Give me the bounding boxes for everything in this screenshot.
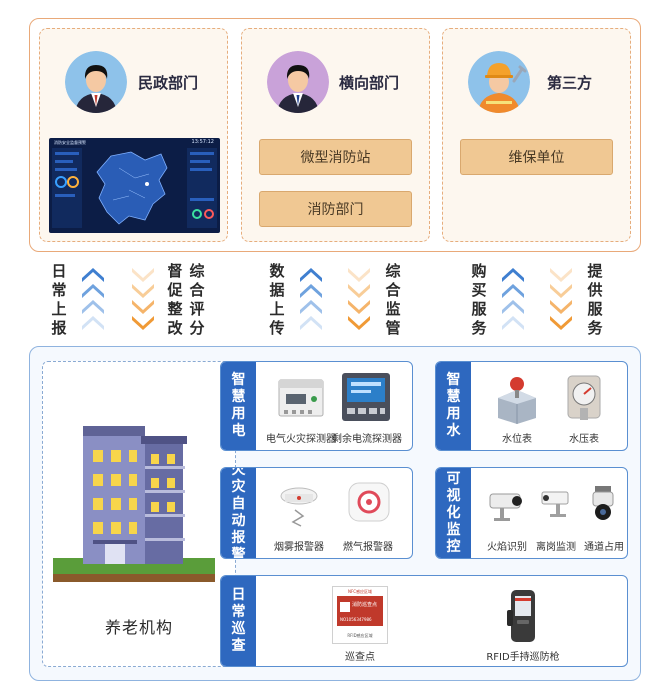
rfid-handheld-icon (505, 588, 541, 644)
upward-arrows-icon (298, 264, 324, 336)
party-title: 第三方 (547, 74, 593, 92)
system-smart-water: 智慧用水 水位表 水压表 (435, 361, 628, 451)
flow-label-provide-service: 提供服务 (587, 262, 603, 337)
system-daily-patrol: 日常巡查 NFC感应区域 消防巡查点 NO1056347986 RFID感应区域… (220, 575, 628, 667)
flow-label-supervise-rectify: 督促整改 (167, 262, 183, 337)
flow-label-data-upload: 数据上传 (269, 262, 285, 337)
unit-micro-fire-station[interactable]: 微型消防站 (259, 139, 412, 175)
upward-arrows-icon (80, 264, 106, 336)
card-header: NFC感应区域 (347, 589, 373, 594)
patrol-point-card: NFC感应区域 消防巡查点 NO1056347986 RFID感应区域 (332, 586, 388, 644)
flow-label-daily-report: 日常上报 (51, 262, 67, 337)
flow-label-comprehensive-supervision: 综合监管 (385, 262, 401, 337)
device-label: 燃气报警器 (343, 542, 393, 553)
system-tag: 日常巡查 (221, 576, 256, 666)
device-label: 通道占用 (584, 542, 624, 553)
downward-arrows-icon (548, 264, 574, 336)
card-body: 消防巡查点 NO1056347986 (337, 596, 383, 626)
device-label: RFID手持巡防枪 (486, 652, 560, 663)
unit-maintenance[interactable]: 维保单位 (460, 139, 613, 175)
dome-camera-icon (586, 484, 620, 522)
bullet-camera-icon (486, 488, 526, 524)
device-label: 烟雾报警器 (274, 542, 324, 553)
party-title: 横向部门 (339, 74, 400, 92)
electrical-fire-detector-icon (276, 374, 326, 422)
device-label: 火焰识别 (487, 542, 527, 553)
dashboard-map-graphic (52, 148, 217, 228)
upward-arrows-icon (500, 264, 526, 336)
stakeholder-panel: 民政部门 消防安全监督预警 13:57:12 (29, 18, 641, 252)
device-label: 离岗监测 (536, 542, 576, 553)
card-code: NO1056347986 (340, 617, 372, 622)
residual-current-detector-icon (339, 370, 393, 424)
party-horizontal-departments: 横向部门 微型消防站 消防部门 (241, 28, 430, 242)
system-video-monitoring: 可视化监控 火焰识别 离 (435, 467, 628, 559)
device-label: 巡查点 (345, 652, 375, 663)
officer-avatar (267, 51, 329, 113)
card-title: 消防巡查点 (352, 602, 378, 608)
gas-alarm-icon (346, 480, 392, 524)
device-label: 水位表 (502, 434, 532, 445)
water-pressure-meter-icon (562, 372, 606, 422)
dashboard-screenshot: 消防安全监督预警 13:57:12 (49, 138, 220, 233)
unit-fire-department[interactable]: 消防部门 (259, 191, 412, 227)
party-civil-affairs: 民政部门 消防安全监督预警 13:57:12 (39, 28, 228, 242)
water-level-meter-icon (492, 374, 542, 424)
system-tag: 可视化监控 (436, 468, 471, 558)
building-icon (53, 426, 215, 582)
downward-arrows-icon (130, 264, 156, 336)
institution-box: 养老机构 (42, 361, 236, 667)
box-camera-icon (538, 486, 574, 522)
system-panel: 养老机构 智慧用电 电气火灾探测器 剩余电流探测器 (29, 346, 641, 681)
flow-label-comprehensive-score: 综合评分 (189, 262, 205, 337)
system-fire-alarm: 火灾自动报警 烟雾报警器 燃气报警器 (220, 467, 413, 559)
system-tag: 智慧用水 (436, 362, 471, 450)
party-title: 民政部门 (138, 74, 199, 92)
dashboard-time: 13:57:12 (191, 139, 214, 145)
system-tag: 智慧用电 (221, 362, 256, 450)
device-label: 电气火灾探测器 (266, 434, 336, 445)
flow-label-purchase-service: 购买服务 (471, 262, 487, 337)
qr-code-icon (340, 602, 350, 612)
worker-avatar (468, 51, 530, 113)
device-label: 剩余电流探测器 (332, 434, 402, 445)
downward-arrows-icon (346, 264, 372, 336)
institution-label: 养老机构 (104, 618, 173, 637)
official-avatar (65, 51, 127, 113)
system-smart-electricity: 智慧用电 电气火灾探测器 剩余电流探测器 (220, 361, 413, 451)
card-footer: RFID感应区域 (347, 633, 373, 638)
system-tag: 火灾自动报警 (221, 468, 256, 558)
smoke-alarm-icon (277, 482, 321, 528)
party-third-party: 第三方 维保单位 (442, 28, 631, 242)
dashboard-title: 消防安全监督预警 (54, 140, 86, 145)
device-label: 水压表 (569, 434, 599, 445)
